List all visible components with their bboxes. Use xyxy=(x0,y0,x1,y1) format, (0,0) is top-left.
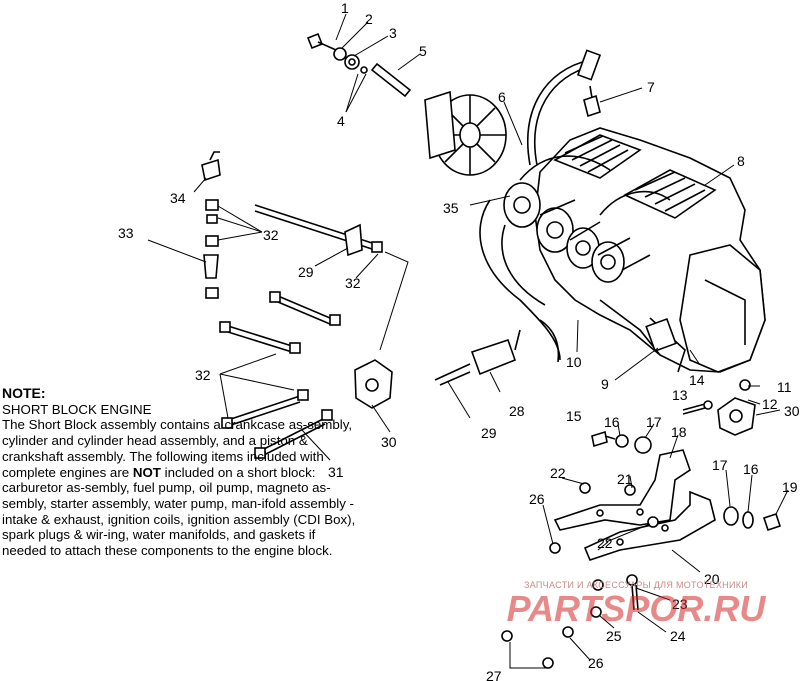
callout-32: 32 xyxy=(263,227,279,243)
short-block-note: NOTE: SHORT BLOCK ENGINE The Short Block… xyxy=(2,385,362,559)
callout-30: 30 xyxy=(784,403,800,419)
callout-1: 1 xyxy=(341,0,349,16)
callout-25: 25 xyxy=(606,628,622,644)
callout-33: 33 xyxy=(118,225,134,241)
callout-12: 12 xyxy=(762,396,778,412)
callout-14: 14 xyxy=(689,372,705,388)
callout-29-b: 29 xyxy=(298,264,314,280)
callout-32-b: 32 xyxy=(345,275,361,291)
watermark: ЗАПЧАСТИ И АКСЕССУАРЫ ДЛЯ МОТОТЕХНИКИ PA… xyxy=(486,580,786,628)
engine-block xyxy=(479,49,766,373)
callout-19: 19 xyxy=(782,479,798,495)
drive-clutch xyxy=(306,32,507,176)
callout-11: 11 xyxy=(777,379,792,395)
callout-29: 29 xyxy=(481,425,497,441)
leader-lines xyxy=(147,13,789,661)
note-emphasis: NOT xyxy=(132,464,161,480)
callout-7: 7 xyxy=(647,79,655,95)
callout-28: 28 xyxy=(509,403,525,419)
cdi-box xyxy=(434,319,560,386)
callout-8: 8 xyxy=(737,153,745,169)
callout-18: 18 xyxy=(671,424,687,440)
callout-5: 5 xyxy=(419,43,427,59)
callout-22: 22 xyxy=(550,465,566,481)
note-heading: SHORT BLOCK ENGINE xyxy=(2,401,152,417)
callout-numbers: 1 2 3 4 5 6 7 8 9 10 11 12 13 14 15 16 1… xyxy=(118,0,800,681)
callout-16: 16 xyxy=(604,414,620,430)
callout-20: 20 xyxy=(704,571,720,587)
callout-26: 26 xyxy=(588,655,604,671)
callout-31: 31 xyxy=(328,464,344,480)
callout-10: 10 xyxy=(566,354,582,370)
note-body-part-2: included on a short block: carburetor as… xyxy=(2,464,356,559)
callout-15: 15 xyxy=(566,408,582,424)
engine-mount-brackets xyxy=(501,379,782,669)
callout-9: 9 xyxy=(601,376,609,392)
callout-17: 17 xyxy=(646,414,662,430)
callout-23: 23 xyxy=(672,596,688,612)
callout-3: 3 xyxy=(389,25,397,41)
callout-17-b: 17 xyxy=(712,457,728,473)
watermark-logo: PARTSPOR.RU xyxy=(506,588,766,629)
callout-26-b: 26 xyxy=(529,491,545,507)
callout-16-b: 16 xyxy=(743,461,759,477)
callout-22-b: 22 xyxy=(597,535,613,551)
callout-35: 35 xyxy=(443,200,459,216)
watermark-caption: ЗАПЧАСТИ И АКСЕССУАРЫ ДЛЯ МОТОТЕХНИКИ xyxy=(523,580,749,590)
note-title: NOTE: xyxy=(2,385,46,401)
callout-34: 34 xyxy=(170,190,186,206)
callout-24: 24 xyxy=(670,628,686,644)
callout-6: 6 xyxy=(498,89,506,105)
callout-4: 4 xyxy=(337,113,345,129)
callout-2: 2 xyxy=(365,11,373,27)
callout-30-b: 30 xyxy=(381,434,397,450)
oil-pump-assembly xyxy=(201,151,409,459)
callout-32-c: 32 xyxy=(195,367,211,383)
callout-21: 21 xyxy=(617,471,633,487)
note-body-part-1: The Short Block assembly contains a cran… xyxy=(2,417,353,480)
callout-27: 27 xyxy=(486,668,502,681)
callout-13: 13 xyxy=(672,387,688,403)
note-body: The Short Block assembly contains a cran… xyxy=(2,417,362,558)
